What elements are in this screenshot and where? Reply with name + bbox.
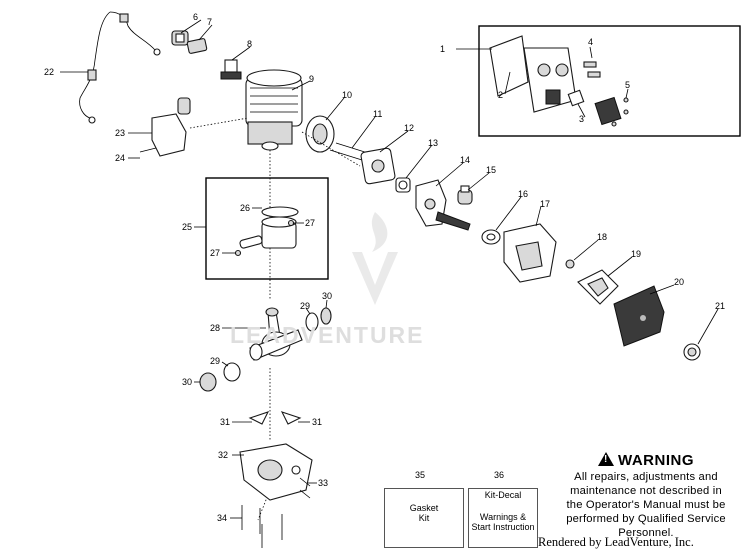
assembly-line-1	[189, 117, 249, 129]
callout-10: 10	[342, 90, 352, 100]
callout-27a: 27	[305, 218, 315, 228]
callout-17: 17	[540, 199, 550, 209]
lower-bearings	[199, 362, 241, 392]
callout-3: 3	[579, 114, 584, 124]
callout-21: 21	[715, 301, 725, 311]
air-filter-housing	[503, 223, 557, 283]
callout-9: 9	[309, 74, 314, 84]
callout-32: 32	[218, 450, 228, 460]
callout-14: 14	[460, 155, 470, 165]
ignition-module	[139, 97, 191, 157]
kit-35-line2: Kit	[418, 513, 430, 523]
callout-16: 16	[518, 189, 528, 199]
muffler-group	[489, 35, 629, 127]
callout-24: 24	[115, 153, 125, 163]
muffler-group-frame	[478, 25, 741, 137]
kit-35-number: 35	[415, 470, 426, 480]
callout-12: 12	[404, 123, 414, 133]
watermark-text: LEADVENTURE	[230, 322, 425, 348]
kit-36-number: 36	[494, 470, 505, 480]
warning-line: All repairs, adjustments and	[574, 471, 718, 483]
ignition-lead	[79, 11, 161, 124]
kit-35-line1: Gasket	[409, 503, 439, 513]
callout-6: 6	[193, 12, 198, 22]
callout-30a: 30	[322, 291, 332, 301]
leader-lines	[60, 19, 719, 519]
cylinder-cover	[613, 285, 665, 347]
warning-line: performed by Qualified Service	[566, 513, 726, 525]
filter-nut	[565, 259, 575, 269]
spark-plug	[220, 59, 242, 80]
callout-28: 28	[210, 323, 220, 333]
piston-group-frame	[205, 177, 329, 280]
callout-29b: 29	[210, 356, 220, 366]
assembly-line-2	[301, 131, 361, 167]
callout-15: 15	[486, 165, 496, 175]
warning-text: All repairs, adjustments and maintenance…	[548, 470, 744, 540]
kit-36-line2: Warnings &	[479, 512, 527, 522]
callout-31a: 31	[220, 417, 230, 427]
kit-36-line3: Start Instruction	[471, 522, 535, 532]
callout-11: 11	[373, 109, 382, 119]
callout-numbers: 1 2 3 4 5 6 7 8 9 10 11 12 13 14 15 16 1…	[44, 12, 725, 523]
warning-line: maintenance not described in	[570, 485, 722, 497]
callout-5: 5	[625, 80, 630, 90]
watermark-logo	[352, 212, 398, 305]
callout-8: 8	[247, 39, 252, 49]
rendered-by-footer: Rendered by LeadVenture, Inc.	[538, 535, 694, 549]
kit-36-box: Kit-Decal Warnings & Start Instruction	[468, 488, 538, 548]
crankshaft	[249, 307, 303, 361]
callout-26: 26	[240, 203, 250, 213]
piston-assembly	[234, 206, 299, 257]
warning-line: Personnel.	[618, 527, 674, 539]
callout-7: 7	[207, 17, 212, 27]
upper-bearings	[305, 307, 332, 332]
crankcase	[239, 443, 313, 501]
callout-2: 2	[498, 90, 503, 100]
carburetor-adapter	[360, 147, 396, 185]
callout-4: 4	[588, 37, 593, 47]
callout-34: 34	[217, 513, 227, 523]
callout-18: 18	[597, 232, 607, 242]
callout-20: 20	[674, 277, 684, 287]
carburetor-gasket	[395, 177, 411, 193]
callout-29a: 29	[300, 301, 310, 311]
crankcase-screws	[241, 477, 311, 548]
carburetor	[415, 179, 471, 231]
cylinder	[245, 69, 303, 151]
air-filter-gasket	[481, 229, 501, 245]
callout-25: 25	[182, 222, 192, 232]
kit-35-box: Gasket Kit	[384, 488, 464, 548]
intake-boot	[305, 115, 335, 153]
callout-1: 1	[440, 44, 445, 54]
warning-title: WARNING	[618, 452, 694, 469]
callout-27b: 27	[210, 248, 220, 258]
callout-13: 13	[428, 138, 438, 148]
callout-19: 19	[631, 249, 641, 259]
cover-knob	[683, 343, 701, 361]
retaining-clips	[248, 411, 302, 425]
warning-triangle-icon	[598, 452, 614, 466]
callout-22: 22	[44, 67, 54, 77]
air-filter	[577, 269, 619, 305]
primer-bulb	[457, 185, 473, 205]
callout-23: 23	[115, 128, 125, 138]
callout-31b: 31	[312, 417, 322, 427]
isolator-parts	[171, 30, 208, 54]
callout-33: 33	[318, 478, 328, 488]
callout-30b: 30	[182, 377, 192, 387]
warning-line: the Operator's Manual must be	[566, 499, 726, 511]
kit-36-line1: Kit-Decal	[484, 490, 522, 500]
warning-notice: WARNING All repairs, adjustments and mai…	[548, 452, 744, 540]
